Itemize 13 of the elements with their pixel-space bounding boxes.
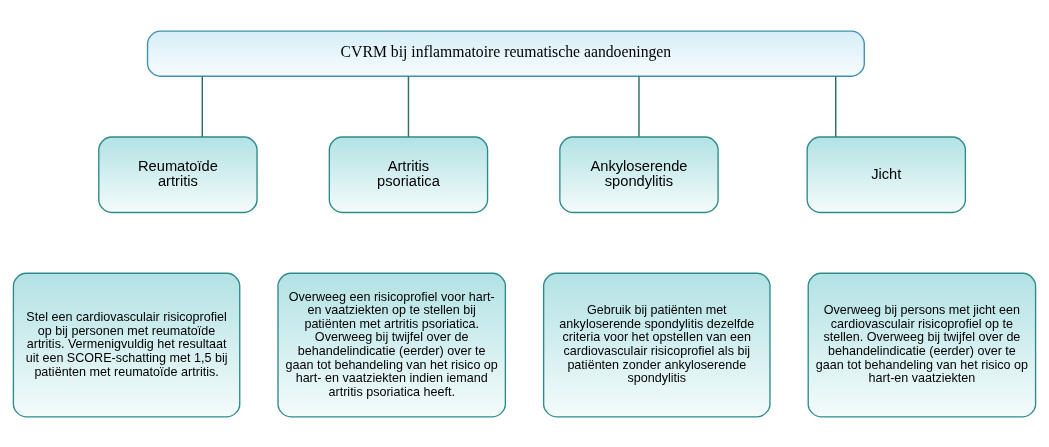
connector [638,75,640,138]
node-box: Overweeg bij persons met jicht een cardiovasculair risicoprofiel op te stellen. Overweeg bij twijfel over de behandelindicatie (eerder) over te gaan tot behandeling van het risico op hart-en vaatziekten [807,272,1037,417]
node-box: Ankyloserende spondylitis [559,135,719,213]
node-box: Reumatoïde artritis [98,135,258,213]
node-box: Stel een cardiovasculair risicoprofiel op bij personen met reumatoïde artritis. Vermenigvuldig het resultaat uit een SCORE-schatting met 1,5 bij patiënten met reumatoïde artritis. [12,272,241,417]
connector [201,75,203,138]
connector [835,75,837,138]
connector [407,75,410,138]
node-box: CVRM bij inflammatoire reumatische aandoeningen [146,30,865,77]
node-box: Overweeg een risicoprofiel voor hart- en vaatziekten op te stellen bij patiënten met artritis psoriatica. Overweeg bij twijfel over de behandelindicatie (eerder) over te gaan tot behandeling van het risico op hart- en vaatziekten indien iemand artritis psoriatica heeft. [277,272,507,417]
node-box: Artritis psoriatica [328,135,489,213]
node-box: Jicht [806,135,967,213]
node-box: Gebruik bij patiënten met ankyloserende spondylitis dezelfde criteria voor het opstellen van een cardiovasculair risicoprofiel als bij patiënten zonder ankyloserende spondylitis [542,272,771,417]
